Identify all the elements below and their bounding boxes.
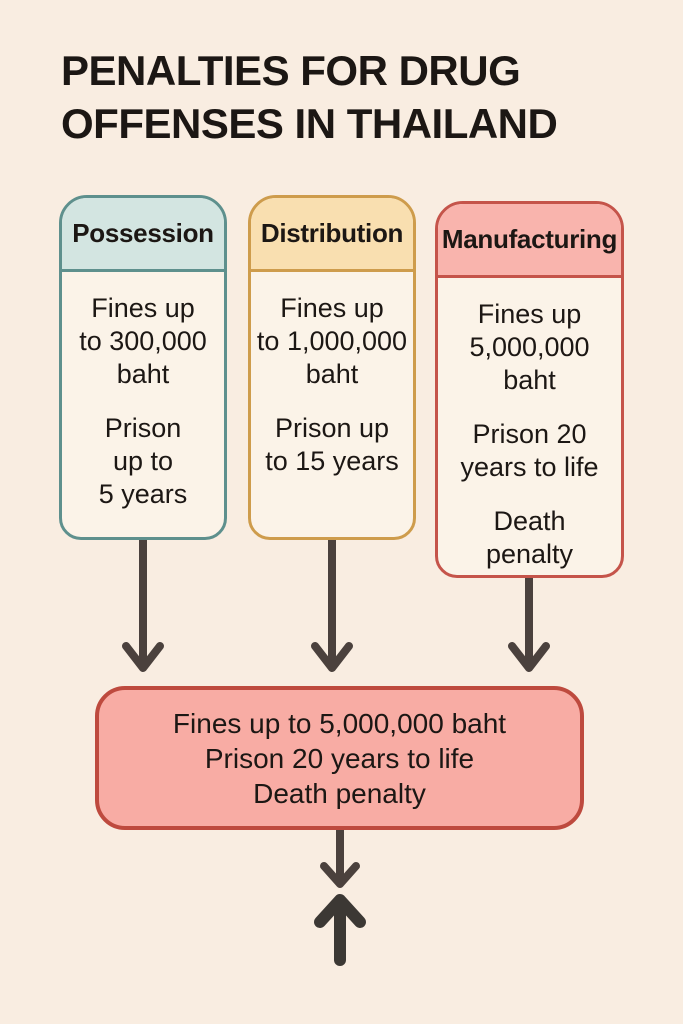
card-distribution-header: Distribution — [251, 198, 413, 272]
card-possession: Possession Fines up to 300,000 baht Pris… — [59, 195, 227, 540]
possession-prison-text: Prison up to 5 years — [98, 413, 188, 509]
card-distribution-title: Distribution — [260, 218, 404, 248]
summary-box: Fines up to 5,000,000 baht Prison 20 yea… — [95, 686, 584, 830]
card-possession-header: Possession — [62, 198, 224, 272]
card-possession-body: Fines up to 300,000 baht Prison up to 5 … — [62, 272, 224, 537]
page-title: PENALTIES FOR DRUG OFFENSES IN THAILAND — [61, 47, 558, 147]
distribution-fine-text: Fines up to 1,000,000 baht — [256, 293, 408, 389]
down-arrow-icon-manufacturing — [508, 578, 550, 672]
down-arrow-icon-summary — [320, 830, 360, 888]
possession-fine-text: Fines up to 300,000 baht — [79, 293, 207, 389]
up-arrow-icon-footer — [314, 894, 366, 966]
card-possession-title: Possession — [72, 218, 214, 248]
manufacturing-fine-text: Fines up 5,000,000 baht — [469, 299, 590, 395]
distribution-prison-text: Prison up to 15 years — [265, 413, 399, 476]
card-manufacturing-title: Manufacturing — [441, 224, 618, 254]
manufacturing-death-text: Death penalty — [485, 506, 574, 569]
card-distribution: Distribution Fines up to 1,000,000 baht … — [248, 195, 416, 540]
down-arrow-icon-possession — [122, 540, 164, 672]
card-manufacturing-body: Fines up 5,000,000 baht Prison 20 years … — [438, 278, 621, 575]
manufacturing-prison-text: Prison 20 years to life — [460, 419, 599, 482]
card-manufacturing: Manufacturing Fines up 5,000,000 baht Pr… — [435, 201, 624, 578]
down-arrow-icon-distribution — [311, 540, 353, 672]
card-distribution-body: Fines up to 1,000,000 baht Prison up to … — [251, 272, 413, 537]
card-manufacturing-header: Manufacturing — [438, 204, 621, 278]
summary-text: Fines up to 5,000,000 baht Prison 20 yea… — [172, 707, 507, 809]
